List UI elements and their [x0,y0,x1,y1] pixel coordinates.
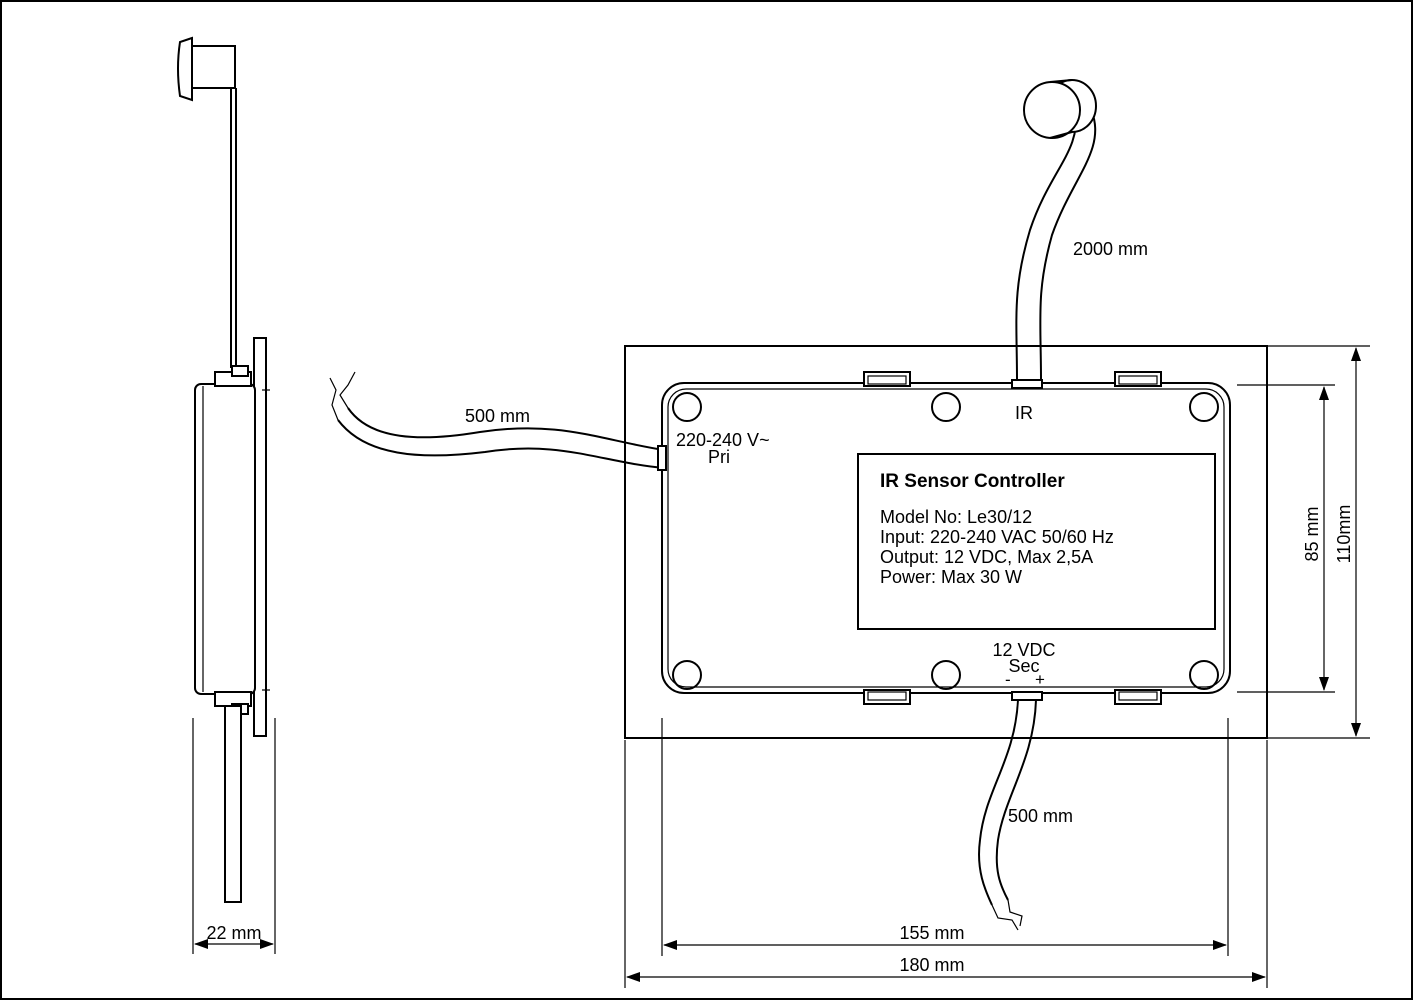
front-view: 2000 mm IR 500 mm 220-240 V~ Pri IR Sens… [329,79,1370,988]
side-ir-sensor-head [177,36,236,102]
secondary-cable [978,699,1019,906]
secondary-voltage: 12 VDC [992,640,1055,660]
plus-sign: + [1035,670,1045,689]
side-width-label: 22 mm [206,923,261,943]
ir-sensor-assembly [1011,79,1097,389]
front-outer-plate [624,345,1268,739]
inner-width-label: 155 mm [899,923,964,943]
outer-height-label: 110mm [1334,505,1354,564]
secondary-cable-assembly [978,691,1043,931]
primary-cable-assembly [329,371,667,471]
outer-width-label: 180 mm [899,955,964,975]
primary-cable [347,407,665,451]
label-panel [857,453,1216,630]
primary-cable-length: 500 mm [465,406,530,426]
secondary-label: Sec [1008,656,1039,676]
inner-height-label: 85 mm [1302,506,1322,561]
minus-sign: - [1005,670,1011,689]
ir-cable-length: 2000 mm [1073,239,1148,259]
primary-label: Pri [708,447,730,467]
side-secondary-cable [224,705,242,903]
label-title: IR Sensor Controller [880,471,1065,492]
side-view: 22 mm [177,36,276,954]
mounting-clips [863,371,1162,705]
label-model: Model No: Le30/12 [880,507,1032,527]
label-power: Power: Max 30 W [880,567,1022,587]
label-input: Input: 220-240 VAC 50/60 Hz [880,527,1114,547]
ir-cable [1015,109,1077,381]
label-output: Output: 12 VDC, Max 2,5A [880,547,1093,567]
front-housing [661,382,1231,694]
ir-label: IR [1015,403,1033,423]
side-housing [194,383,256,695]
ir-sensor-head [1023,81,1081,139]
screw-holes [672,392,1219,690]
secondary-cable-length: 500 mm [1008,806,1073,826]
primary-voltage: 220-240 V~ [676,430,770,450]
